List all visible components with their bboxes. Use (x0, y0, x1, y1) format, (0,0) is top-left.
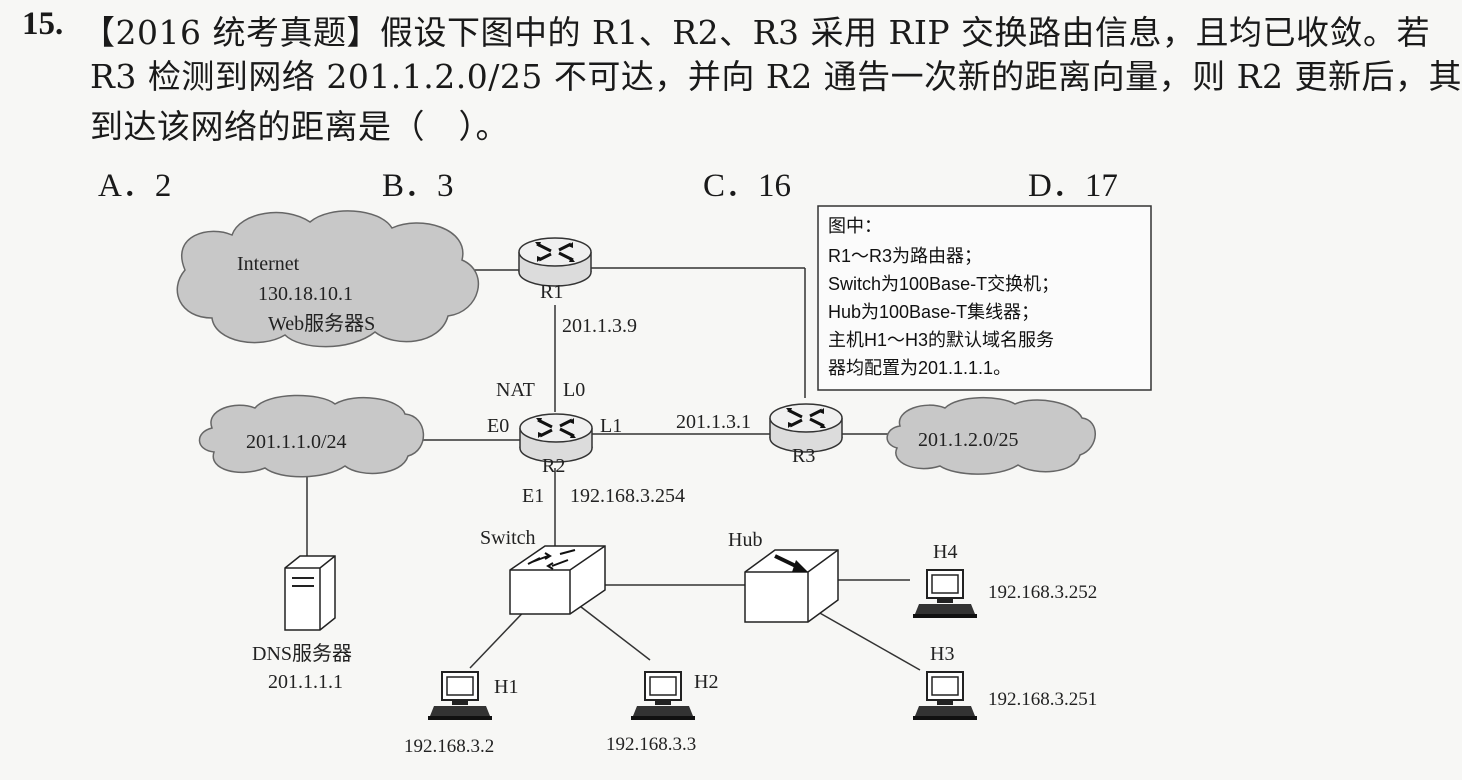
legend-line-5: 主机H1～H3的默认域名服务 (828, 330, 1054, 350)
host-h2-ip: 192.168.3.3 (606, 734, 696, 755)
e0-label: E0 (487, 415, 509, 437)
switch-label: Switch (480, 527, 536, 549)
lan-cloud-label: 201.1.1.0/24 (246, 431, 347, 453)
switch-icon (509, 545, 606, 615)
host-h4-label: H4 (933, 541, 957, 563)
host-h2-label: H2 (694, 671, 718, 693)
router-r1-label: R1 (540, 281, 563, 303)
l1-label: L1 (600, 415, 622, 437)
host-h3-icon (912, 671, 978, 721)
l0-label: L0 (563, 379, 585, 401)
r3-network-cloud (886, 396, 1096, 475)
internet-ip-label: 130.18.10.1 (258, 283, 353, 305)
web-server-label: Web服务器S (268, 312, 375, 335)
dns-server-label: DNS服务器 (252, 642, 352, 665)
option-d[interactable]: D．17 (1028, 168, 1118, 204)
option-b[interactable]: B．3 (382, 168, 454, 204)
host-h3-ip: 192.168.3.251 (988, 689, 1097, 710)
question-text-line-3: 到达该网络的距离是（ ）。 (90, 107, 509, 146)
question-text-line-1: 【2016 统考真题】假设下图中的 R1、R2、R3 采用 RIP 交换路由信息… (82, 13, 1431, 52)
legend-line-4: Hub为100Base-T集线器； (828, 302, 1039, 322)
host-h4-ip: 192.168.3.252 (988, 582, 1097, 603)
dns-server-ip: 201.1.1.1 (268, 671, 343, 693)
host-h3-label: H3 (930, 643, 954, 665)
lan-cloud (198, 394, 425, 478)
internet-label: Internet (237, 253, 300, 275)
r3-ip-label: 201.1.3.1 (676, 411, 751, 433)
e1-label: E1 (522, 485, 544, 507)
option-c[interactable]: C．16 (703, 168, 792, 204)
e1-ip-label: 192.168.3.254 (570, 485, 685, 507)
internet-cloud (176, 210, 479, 348)
legend-line-2: R1～R3为路由器； (828, 246, 982, 266)
host-h1-label: H1 (494, 676, 518, 698)
legend-line-6: 器均配置为201.1.1.1。 (828, 358, 1011, 378)
hub-icon (744, 549, 839, 623)
dns-server-icon (284, 555, 336, 631)
hub-label: Hub (728, 529, 762, 551)
network-links (306, 267, 921, 671)
host-h4-icon (912, 569, 978, 619)
router-r1-icon (517, 236, 593, 288)
legend-line-3: Switch为100Base-T交换机； (828, 274, 1059, 294)
option-a[interactable]: A．2 (98, 168, 172, 204)
host-h2-icon (630, 671, 696, 721)
r1-ip-label: 201.1.3.9 (562, 315, 637, 337)
nat-label: NAT (496, 379, 535, 401)
host-h1-icon (427, 671, 493, 721)
legend-line-1: 图中： (828, 216, 882, 236)
question-number: 15. (22, 6, 64, 42)
host-h1-ip: 192.168.3.2 (404, 736, 494, 757)
router-r3-label: R3 (792, 445, 815, 467)
r3-network-label: 201.1.2.0/25 (918, 429, 1019, 451)
question-text-line-2: R3 检测到网络 201.1.2.0/25 不可达，并向 R2 通告一次新的距离… (90, 57, 1462, 96)
router-r2-label: R2 (542, 455, 565, 477)
legend-box (817, 205, 1152, 391)
